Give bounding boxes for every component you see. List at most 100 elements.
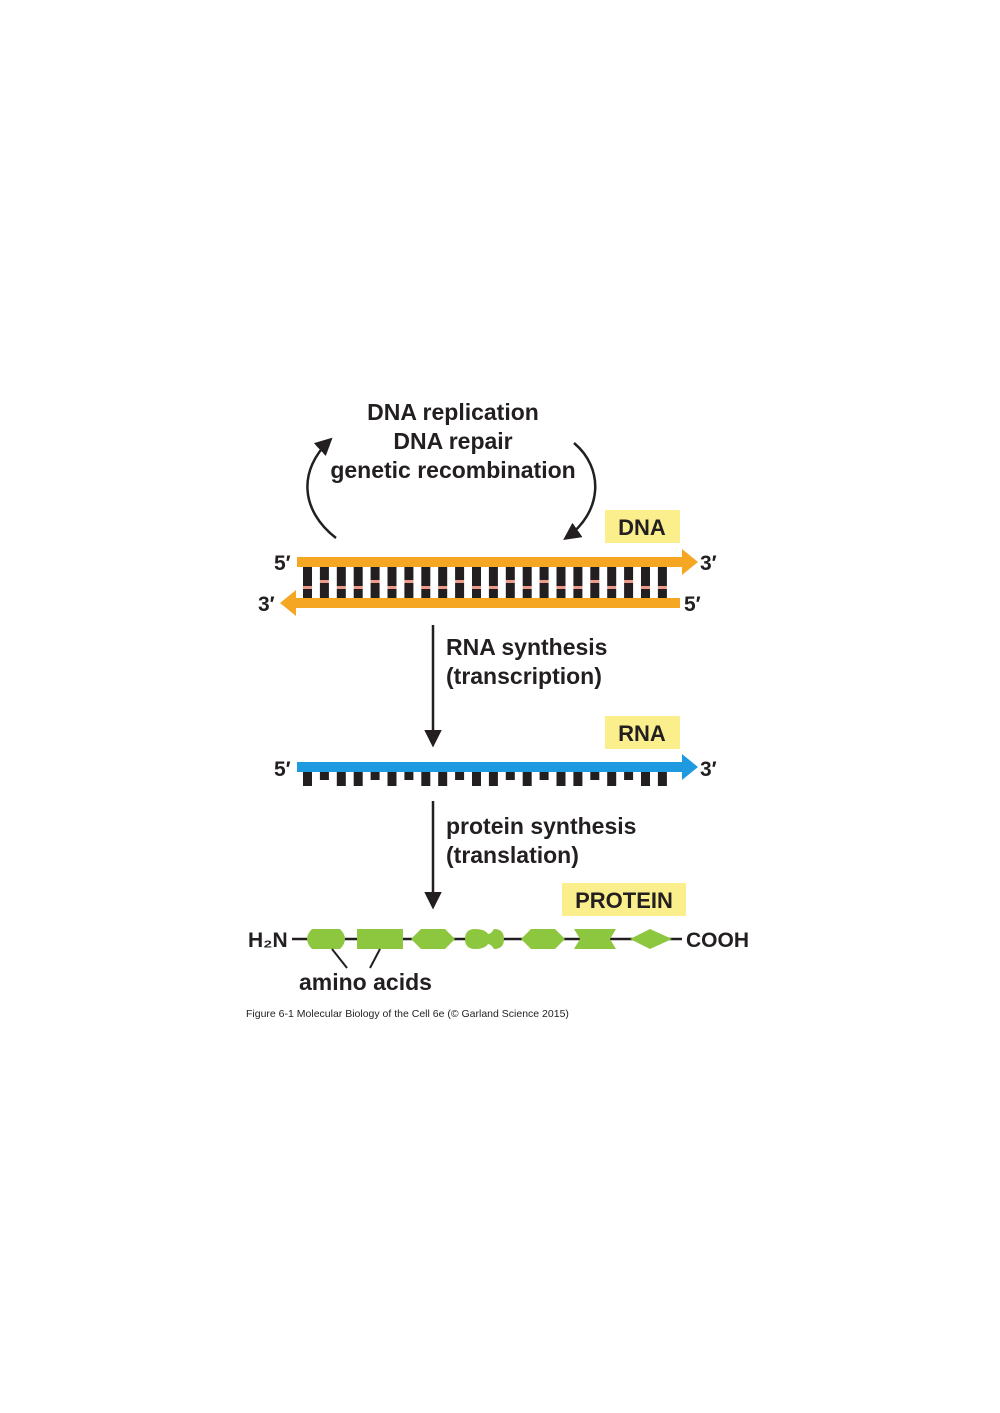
dna-base-top (455, 567, 465, 580)
dna-hydrogen-bond (488, 586, 498, 589)
amino-acid-pointer-2 (369, 948, 381, 969)
dna-hydrogen-bond (657, 586, 667, 589)
dna-base-top (590, 567, 600, 580)
process-label-recombination: genetic recombination (330, 457, 575, 483)
dna-base-bottom (336, 589, 346, 598)
rna-base (607, 772, 617, 786)
dna-hydrogen-bond (455, 580, 465, 583)
rna-tag: RNA (618, 721, 666, 746)
protein-tag: PROTEIN (575, 888, 673, 913)
rna-base (556, 772, 566, 786)
rna-base (438, 772, 448, 786)
dna-hydrogen-bond (539, 580, 549, 583)
dna-base-top (522, 567, 532, 586)
dna-base-top (641, 567, 650, 586)
dna-hydrogen-bond (522, 586, 532, 589)
amino-acid-5 (521, 929, 565, 949)
dna-tag-box (605, 510, 680, 543)
dna-top-strand (297, 557, 684, 567)
dna-hydrogen-bond (303, 586, 312, 589)
rna-base (387, 772, 397, 786)
dna-top-strand-arrowhead (682, 549, 698, 575)
dna-base-bottom (590, 583, 600, 598)
dna-base-bottom (438, 589, 448, 598)
rna-left-end: 5′ (274, 758, 291, 781)
dna-hydrogen-bond (404, 580, 414, 583)
amino-acid-3 (411, 929, 455, 949)
dna-bottom-right-end: 5′ (684, 593, 701, 616)
dna-base-bottom (641, 589, 650, 598)
dna-base-bottom (488, 589, 498, 598)
dna-bottom-left-end: 3′ (258, 593, 275, 616)
dna-bottom-strand-arrowhead (280, 590, 296, 616)
rna-base (421, 772, 431, 786)
dna-hydrogen-bond (607, 586, 617, 589)
amino-acid-pointer-1 (331, 948, 348, 969)
dna-base-bottom (607, 589, 617, 598)
dna-base-bottom (303, 589, 312, 598)
dna-base-top (607, 567, 617, 586)
rna-base (404, 772, 414, 780)
rna-base (488, 772, 498, 786)
rna-right-end: 3′ (700, 758, 717, 781)
dna-base-top (421, 567, 431, 586)
dna-base-top (573, 567, 583, 586)
dna-base-bottom (353, 589, 363, 598)
dna-base-bottom (522, 589, 532, 598)
rna-base (657, 772, 667, 786)
rna-base (590, 772, 600, 780)
dna-hydrogen-bond (421, 586, 431, 589)
rna-base (539, 772, 549, 780)
dna-hydrogen-bond (505, 580, 515, 583)
dna-base-bottom (421, 589, 431, 598)
dna-base-bottom (404, 583, 414, 598)
dna-top-left-end: 5′ (274, 552, 291, 575)
rna-strand-arrowhead (682, 754, 698, 780)
rna-base (472, 772, 481, 786)
dna-hydrogen-bond (319, 580, 329, 583)
dna-base-bottom (387, 589, 397, 598)
dna-hydrogen-bond (573, 586, 583, 589)
rna-bases (303, 772, 667, 786)
dna-hydrogen-bond (641, 586, 650, 589)
dna-base-bottom (624, 583, 634, 598)
amino-acid-1 (307, 929, 345, 949)
dna-base-top (353, 567, 363, 586)
dna-hydrogen-bond (472, 586, 481, 589)
dna-base-bottom (319, 583, 329, 598)
rna-strand (297, 762, 684, 772)
dna-base-bottom (539, 583, 549, 598)
c-terminus-label: COOH (686, 929, 749, 952)
dna-base-top (387, 567, 397, 586)
rna-base (522, 772, 532, 786)
dna-base-bottom (455, 583, 465, 598)
dna-hydrogen-bond (556, 586, 566, 589)
dna-base-top (505, 567, 515, 580)
dna-bottom-strand (294, 598, 680, 608)
dna-base-top (370, 567, 380, 580)
rna-base (505, 772, 515, 780)
dna-base-bottom (573, 589, 583, 598)
process-label-replication: DNA replication (367, 399, 539, 425)
rna-base (624, 772, 634, 780)
dna-base-top (539, 567, 549, 580)
dna-base-top (438, 567, 448, 586)
dna-base-top (303, 567, 312, 586)
dna-base-top (556, 567, 566, 586)
process-label-repair: DNA repair (393, 428, 512, 454)
dna-base-top (657, 567, 667, 586)
dna-base-top (404, 567, 414, 580)
dna-base-top (336, 567, 346, 586)
figure-caption: Figure 6-1 Molecular Biology of the Cell… (246, 1008, 569, 1020)
rna-base (319, 772, 329, 780)
dna-base-bottom (505, 583, 515, 598)
amino-acid-4 (465, 929, 504, 949)
translation-sublabel: (translation) (446, 842, 579, 868)
dna-hydrogen-bond (353, 586, 363, 589)
protein-tag-box (562, 883, 686, 916)
dna-top-right-end: 3′ (700, 552, 717, 575)
rna-base (336, 772, 346, 786)
dna-base-bottom (370, 583, 380, 598)
right-curved-arrow (563, 442, 597, 541)
